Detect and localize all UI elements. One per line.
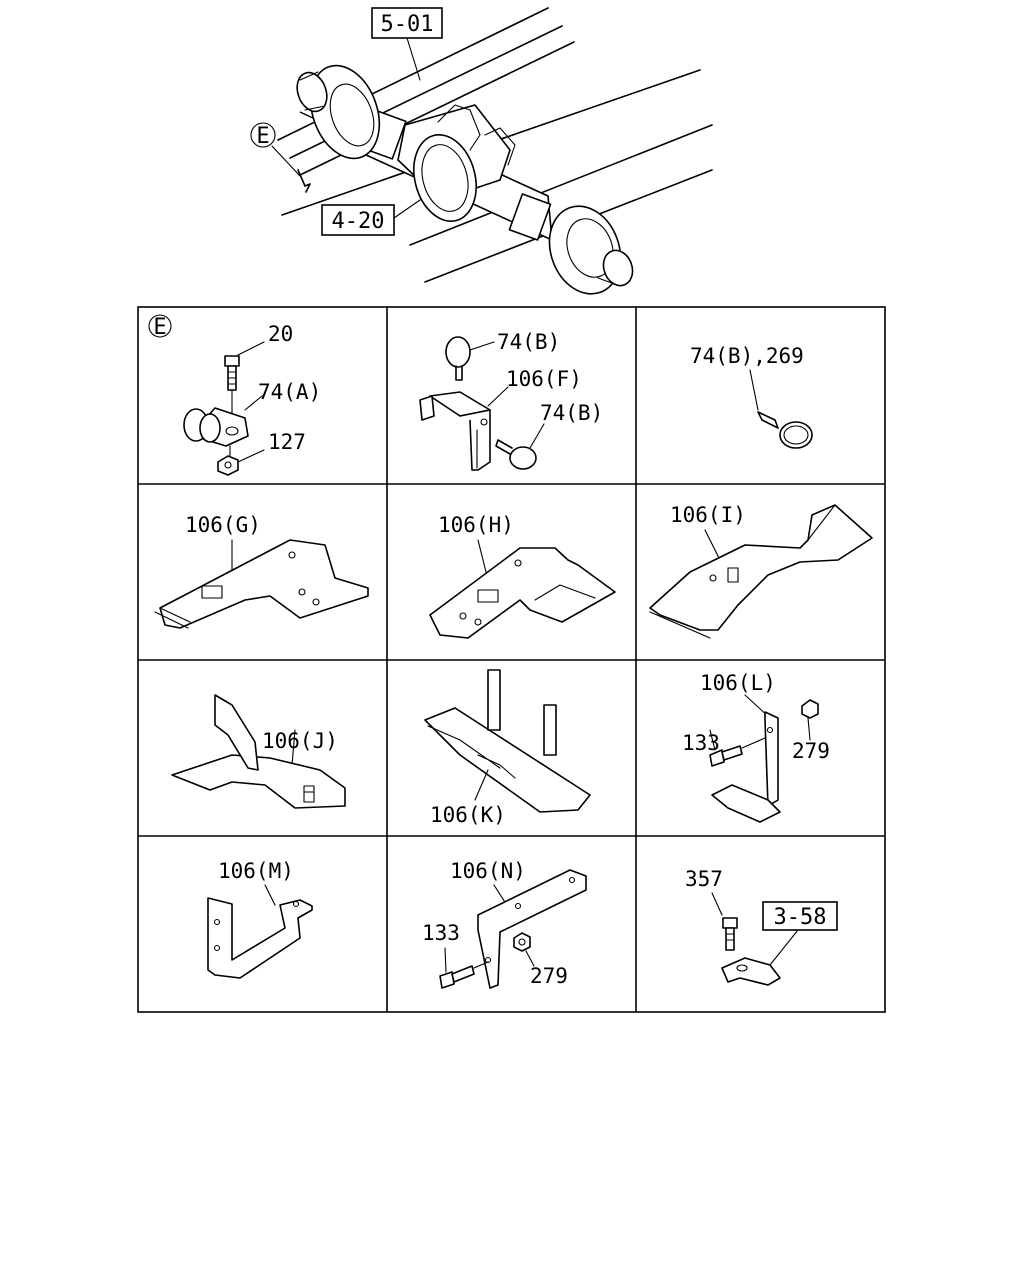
bracket-106k	[424, 669, 591, 813]
cell-bracket-106i: 106(I)	[649, 503, 873, 639]
cell-e-marker-circle	[148, 314, 172, 338]
clip-74a	[183, 407, 249, 447]
nut-127	[217, 455, 239, 476]
cell-e-marker: E	[153, 315, 166, 340]
label-357: 357	[685, 867, 723, 891]
label-106m: 106(M)	[218, 859, 294, 883]
label-133-l: 133	[682, 731, 720, 755]
detail-grid	[137, 306, 886, 1013]
ref-5-01-label: 5-01	[381, 12, 434, 37]
bracket-106j	[171, 694, 346, 809]
detail-e-marker: E	[256, 124, 269, 149]
cell-bracket-106h: 106(H)	[429, 513, 616, 639]
bracket-106h	[429, 547, 616, 639]
bracket-106g	[154, 539, 369, 629]
label-279-n: 279	[530, 964, 568, 988]
cell-bracket-106k: 106(K)	[424, 669, 591, 827]
label-106k: 106(K)	[430, 803, 506, 827]
label-127: 127	[268, 430, 306, 454]
cell-bracket-106m: 106(M)	[207, 859, 313, 979]
cell-e-clip-assembly: E 20 74(A) 127	[148, 314, 321, 476]
label-106l: 106(L)	[700, 671, 776, 695]
ref-box-4-20	[321, 204, 395, 236]
nut-279-n	[513, 932, 531, 952]
left-wheel-hub	[296, 64, 381, 160]
bracket-106m	[207, 897, 313, 979]
label-74b-top: 74(B)	[497, 330, 560, 354]
cell-bracket-106l: 106(L) 133 279	[682, 671, 830, 823]
axle-overview: E 5-01 4-20	[250, 7, 713, 295]
cell-bracket-106n: 106(N) 133 279	[422, 859, 587, 989]
label-106i: 106(I)	[670, 503, 746, 527]
cell-bracket-106f: 74(B) 106(F) 74(B)	[419, 330, 603, 471]
clamp-74b-right	[495, 439, 537, 470]
label-74b-269: 74(B),269	[690, 344, 804, 368]
label-74a: 74(A)	[258, 380, 321, 404]
ref-box-3-58	[762, 901, 838, 931]
cell-bracket-106g: 106(G)	[154, 513, 369, 629]
ref-4-20-label: 4-20	[332, 209, 385, 234]
bolt-133	[709, 745, 743, 767]
detail-e-leader	[271, 145, 301, 177]
clamp-74b-269	[757, 411, 813, 449]
label-74b-right: 74(B)	[540, 401, 603, 425]
bolt-357	[722, 917, 738, 951]
ref-5-01-leader	[406, 37, 421, 81]
axle-housing	[359, 104, 553, 241]
bracket-106i	[649, 504, 873, 639]
label-106n: 106(N)	[450, 859, 526, 883]
label-106j: 106(J)	[262, 729, 338, 753]
bolt-133-n	[439, 965, 475, 989]
cell-clamp-74b-269: 74(B),269	[690, 344, 813, 449]
cell-bolt-357: 357 3-58	[685, 867, 838, 986]
detail-e-part	[297, 169, 311, 193]
bolt-20	[224, 355, 240, 391]
nut-279-l	[801, 699, 819, 719]
clip-3-58	[721, 957, 781, 986]
ref-3-58-label: 3-58	[774, 905, 827, 930]
label-106g: 106(G)	[185, 513, 261, 537]
right-wheel-hub	[548, 205, 634, 295]
ref-4-20-leader	[393, 199, 421, 219]
label-20: 20	[268, 322, 293, 346]
bracket-106f	[419, 391, 491, 471]
bracket-106l	[711, 711, 781, 823]
label-106h: 106(H)	[438, 513, 514, 537]
label-133-n: 133	[422, 921, 460, 945]
clamp-74b-top	[445, 336, 471, 381]
cell-bracket-106j: 106(J)	[171, 694, 346, 809]
label-279-l: 279	[792, 739, 830, 763]
detail-e-marker-circle	[250, 122, 276, 148]
label-106f: 106(F)	[506, 367, 582, 391]
